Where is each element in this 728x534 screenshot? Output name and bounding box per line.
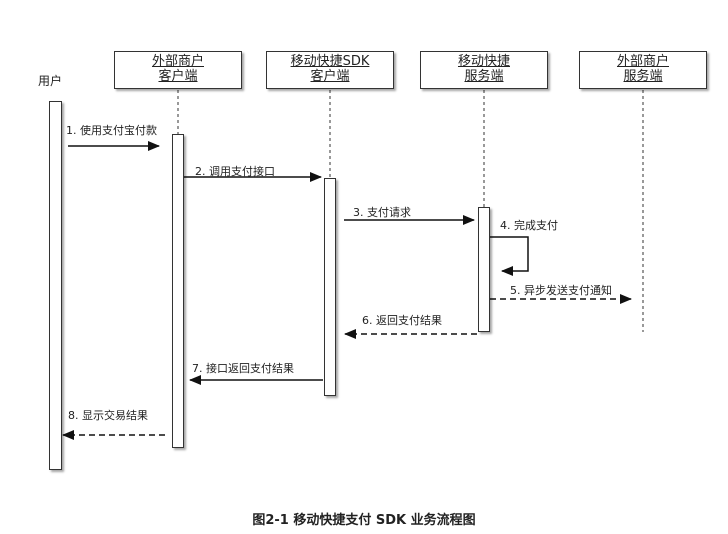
participant-line1: 移动快捷	[457, 54, 510, 69]
activation-user	[49, 101, 62, 470]
participant-line1: 外部商户	[616, 54, 669, 69]
participant-merchant-client: 外部商户 客户端	[114, 51, 242, 89]
message-label-3: 3. 支付请求	[353, 206, 411, 219]
participant-line1: 外部商户	[151, 54, 204, 69]
participant-quickpay-server: 移动快捷 服务端	[420, 51, 548, 89]
activation-sdk-client	[324, 178, 336, 396]
user-label: 用户	[38, 74, 63, 88]
activation-merchant-client	[172, 134, 184, 448]
arrow-4	[490, 236, 529, 276]
participant-line2: 服务端	[464, 69, 504, 84]
participant-merchant-server: 外部商户 服务端	[579, 51, 707, 89]
participant-line2: 客户端	[158, 69, 198, 84]
message-label-5: 5. 异步发送支付通知	[510, 284, 612, 297]
participant-line2: 服务端	[623, 69, 663, 84]
figure-caption: 图2-1 移动快捷支付 SDK 业务流程图	[252, 513, 476, 528]
message-label-8: 8. 显示交易结果	[68, 409, 148, 422]
activation-quickpay-server	[478, 207, 490, 332]
message-label-1: 1. 使用支付宝付款	[66, 124, 157, 137]
message-label-7: 7. 接口返回支付结果	[192, 362, 294, 375]
participant-line2: 客户端	[310, 69, 350, 84]
participant-line1: 移动快捷SDK	[290, 54, 370, 69]
message-label-6: 6. 返回支付结果	[362, 314, 442, 327]
message-label-4: 4. 完成支付	[500, 219, 558, 232]
participant-sdk-client: 移动快捷SDK 客户端	[266, 51, 394, 89]
message-label-2: 2. 调用支付接口	[195, 165, 275, 178]
